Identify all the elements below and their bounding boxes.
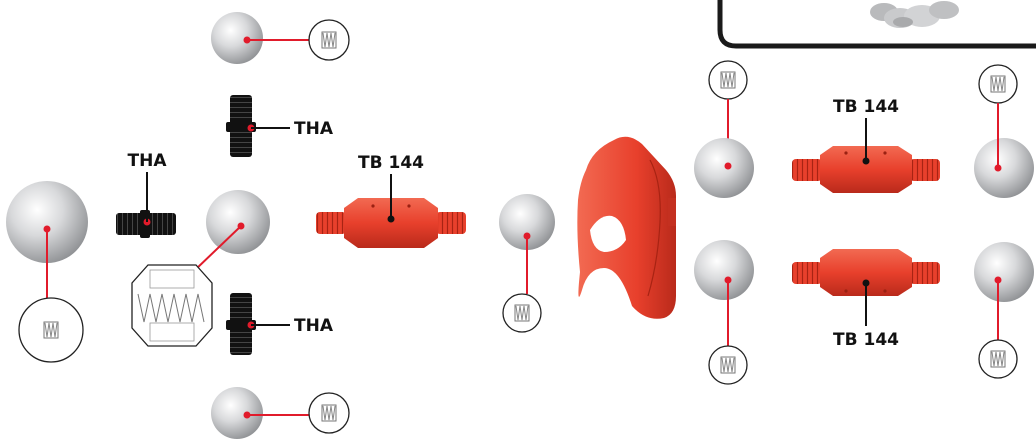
ball-left-callout [18, 297, 84, 363]
tha-bottom-part: THA [226, 293, 334, 355]
ball-bottom [211, 387, 350, 439]
ball-right-bottom-right-callout [978, 339, 1018, 379]
tb144-right-top-label: TB 144 [833, 97, 899, 117]
tb144-center-part: TB 144 [316, 153, 466, 248]
ball-right-top-right-callout [978, 64, 1018, 104]
ball-right-top-left [694, 60, 754, 198]
ball-right-top-left-callout [708, 60, 748, 100]
ball-mid-right-callout [502, 293, 542, 333]
ball-mid-right [499, 194, 555, 333]
ball-right-top-right [974, 64, 1034, 198]
tb144-right-bottom-label: TB 144 [833, 330, 899, 350]
ball-center [131, 190, 270, 347]
ball-left [6, 181, 88, 363]
tha-left-label: THA [128, 151, 168, 171]
ball-center-callout [131, 264, 213, 347]
tb144-right-bottom-part: TB 144 [792, 249, 940, 350]
ball-right-bottom-left [694, 240, 754, 385]
ball-bottom-callout [308, 392, 350, 434]
ball-top [211, 12, 350, 64]
ball-right-bottom-right [974, 242, 1034, 379]
tha-left-part: THA [116, 151, 176, 238]
red-yoke-part [577, 136, 676, 319]
ball-top-callout [308, 19, 350, 61]
ball-right-bottom-left-callout [708, 345, 748, 385]
tb144-right-top-part: TB 144 [792, 97, 940, 193]
tb144-center-label: TB 144 [358, 153, 424, 173]
tha-top-label: THA [294, 119, 334, 139]
tha-top-part: THA [226, 95, 334, 157]
preview-cluster-image [870, 1, 959, 28]
preview-panel [717, 0, 1036, 49]
tha-bottom-label: THA [294, 316, 334, 336]
